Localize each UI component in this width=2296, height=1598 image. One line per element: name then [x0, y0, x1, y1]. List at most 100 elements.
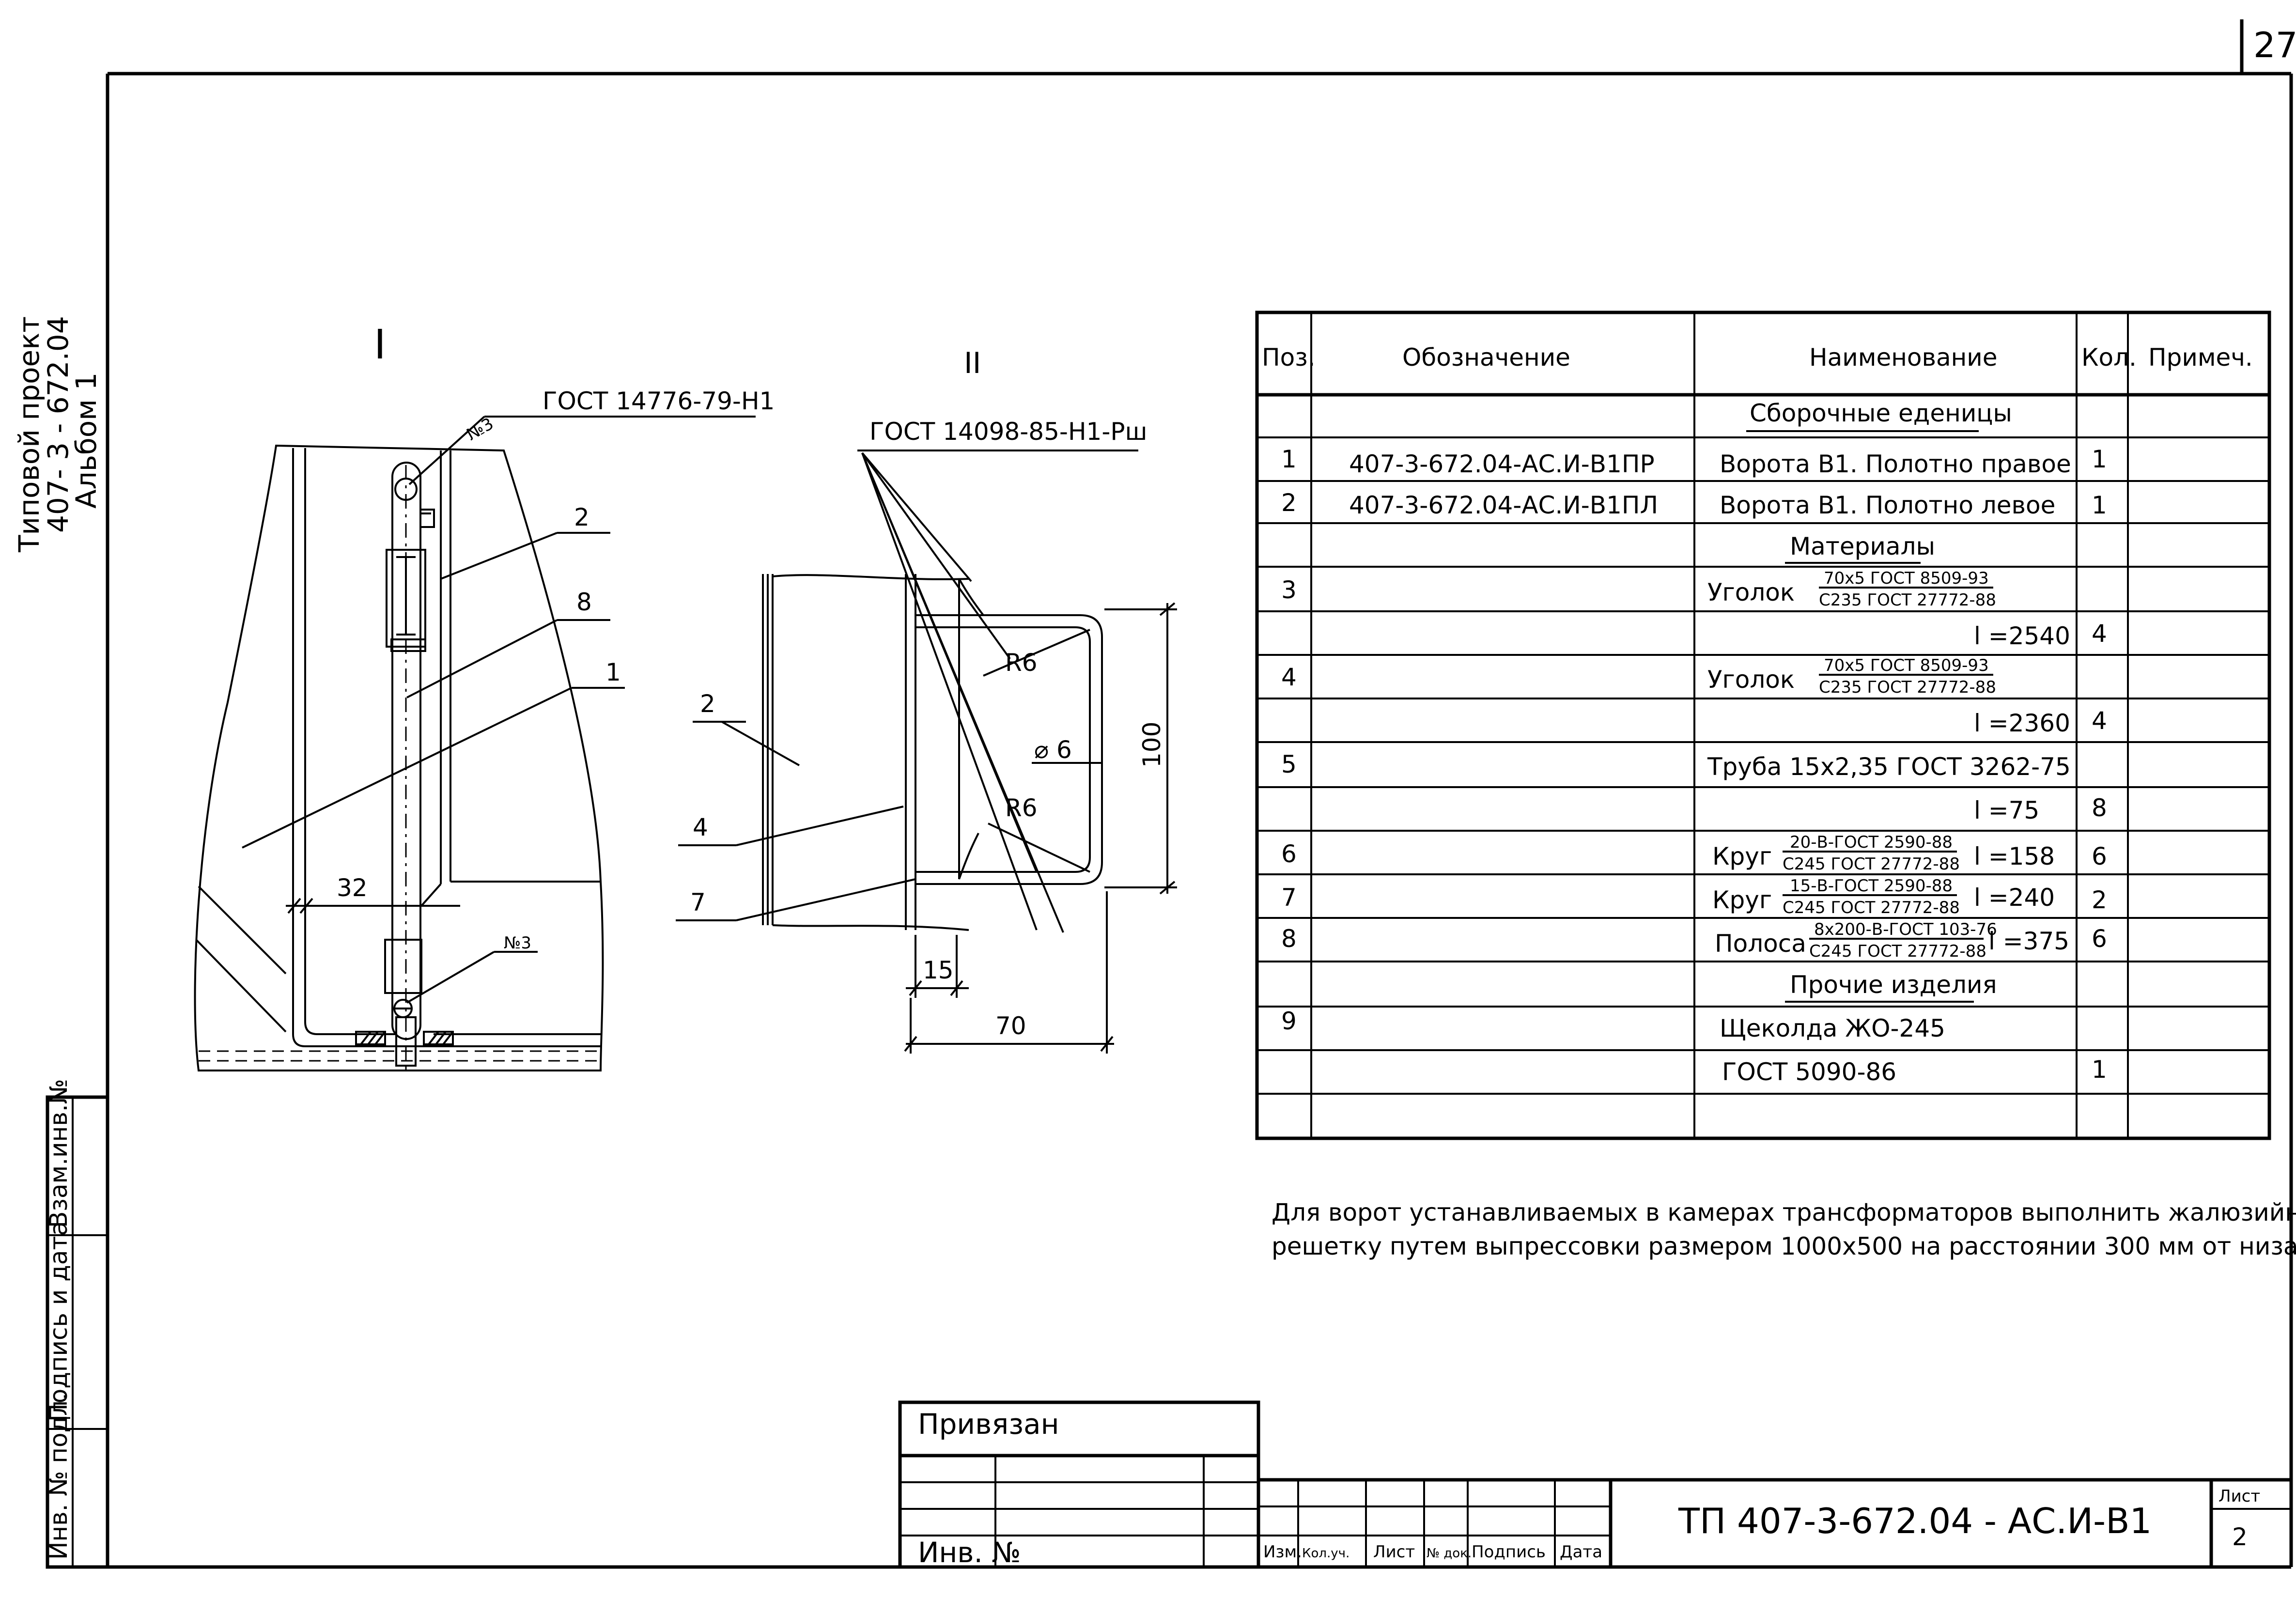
- view-2-dim-100: 100: [1138, 722, 1166, 768]
- row1-name: Ворота В1. Полотно правое: [1720, 450, 2071, 478]
- row1-pos: 1: [1281, 445, 1297, 473]
- row2-code: 407-3-672.04-АС.И-В1ПЛ: [1349, 491, 1658, 519]
- row4-den: С235 ГОСТ 27772-88: [1819, 678, 1996, 697]
- col-n-dok: № док.: [1427, 1546, 1472, 1561]
- row4-num: 70х5 ГОСТ 8509-93: [1824, 656, 1989, 675]
- sheet-label: Лист: [2218, 1487, 2260, 1506]
- view-2-r6-bottom: R6: [1005, 794, 1038, 822]
- page-number: 27: [2253, 25, 2296, 65]
- stamp-podpis: Подпись и дата: [45, 1221, 73, 1422]
- row6-name: Круг: [1712, 842, 1772, 870]
- row3-pos: 3: [1281, 576, 1297, 604]
- row1-qty: 1: [2092, 445, 2107, 473]
- row4-pos: 4: [1281, 663, 1297, 691]
- row3-name: Уголок: [1707, 578, 1795, 606]
- row4-name: Уголок: [1707, 666, 1795, 694]
- row8-den: С245 ГОСТ 27772-88: [1809, 942, 1986, 961]
- view-1-pos-8: 8: [576, 588, 592, 616]
- view-1-pos-1: 1: [605, 658, 621, 686]
- view-2-dim-70: 70: [995, 1012, 1026, 1040]
- header-note: Примеч.: [2148, 343, 2253, 372]
- sheet-number: 2: [2232, 1523, 2248, 1551]
- side-stamp: Взам.инв.№ Подпись и дата Инв. № подл.: [45, 1079, 109, 1569]
- title-block: Привязан Инв. № Изм. Кол.уч. Лист № док.…: [898, 1400, 2291, 1569]
- view-1-gost: ГОСТ 14776-79-Н1: [543, 387, 775, 415]
- view-1-outline: [194, 444, 604, 1071]
- header-pos: Поз.: [1262, 343, 1316, 372]
- section-materials: Материалы: [1790, 532, 1935, 560]
- row9-name: Щеколда ЖО-245: [1720, 1014, 1945, 1042]
- designation: ТП 407-3-672.04 - АС.И-В1: [1678, 1501, 2152, 1541]
- side-title-line3: Альбом 1: [70, 372, 103, 509]
- row6-den: С245 ГОСТ 27772-88: [1783, 854, 1960, 874]
- row6-len: l =158: [1974, 842, 2055, 870]
- view-2-label: II: [964, 346, 981, 380]
- row3-den: С235 ГОСТ 27772-88: [1819, 590, 1996, 610]
- row7-den: С245 ГОСТ 27772-88: [1783, 898, 1960, 917]
- row4-qty: 4: [2092, 707, 2107, 735]
- row6-qty: 6: [2092, 842, 2107, 870]
- header-qty: Кол.: [2081, 343, 2137, 372]
- row8-qty: 6: [2092, 925, 2107, 953]
- header-name: Наименование: [1809, 343, 1998, 372]
- row7-pos: 7: [1281, 884, 1297, 912]
- section-other: Прочие изделия: [1790, 971, 1997, 999]
- view-2-pos-4: 4: [693, 813, 708, 841]
- col-izm: Изм.: [1263, 1542, 1302, 1562]
- privyazan-label: Привязан: [918, 1408, 1059, 1441]
- view-2-pos-7: 7: [690, 888, 706, 916]
- side-title-line2: 407- 3 - 672.04: [42, 316, 75, 533]
- col-kol-uch: Кол.уч.: [1302, 1546, 1350, 1561]
- row3-num: 70х5 ГОСТ 8509-93: [1824, 569, 1989, 588]
- row2-name: Ворота В1. Полотно левое: [1720, 491, 2055, 519]
- view-2-pos-2: 2: [700, 690, 715, 718]
- stamp-inv-podl: Инв. № подл.: [45, 1393, 73, 1560]
- row1-code: 407-3-672.04-АС.И-В1ПР: [1349, 450, 1655, 478]
- spec-table: Поз. Обозначение Наименование Кол. Приме…: [1255, 310, 2271, 1140]
- view-2-r6-top: R6: [1005, 649, 1038, 677]
- row6-num: 20-В-ГОСТ 2590-88: [1790, 833, 1953, 852]
- row5-len: l =75: [1974, 796, 2039, 824]
- row7-qty: 2: [2092, 886, 2107, 914]
- inv-label: Инв. №: [918, 1536, 1021, 1569]
- side-title: Типовой проект 407- 3 - 672.04 Альбом 1: [13, 316, 103, 553]
- side-title-line1: Типовой проект: [13, 316, 46, 553]
- note-line-1: Для ворот устанавливаемых в камерах тран…: [1272, 1198, 2296, 1226]
- view-2-dim-15: 15: [923, 956, 954, 984]
- section-assembly: Сборочные еденицы: [1750, 399, 2012, 427]
- row4-len: l =2360: [1974, 709, 2070, 737]
- view-1-weld-1: №3: [464, 414, 497, 445]
- row7-num: 15-В-ГОСТ 2590-88: [1790, 876, 1953, 896]
- row3-qty: 4: [2092, 620, 2107, 648]
- col-data: Дата: [1560, 1542, 1602, 1562]
- row9-pos: 9: [1281, 1007, 1297, 1035]
- view-1-label: I: [374, 321, 386, 368]
- col-list: Лист: [1373, 1542, 1415, 1562]
- stamp-vzam: Взам.инв.№: [45, 1079, 73, 1228]
- note-line-2: решетку путем выпрессовки размером 1000х…: [1272, 1232, 2296, 1260]
- view-2-dia: ⌀ 6: [1034, 736, 1072, 764]
- row8-pos: 8: [1281, 925, 1297, 953]
- view-1: I: [194, 321, 775, 1073]
- row8-num: 8х200-В-ГОСТ 103-76: [1814, 920, 1997, 939]
- row6-pos: 6: [1281, 840, 1297, 868]
- row8-name: Полоса: [1715, 930, 1806, 958]
- view-2-gost: ГОСТ 14098-85-Н1-Рш: [869, 418, 1147, 446]
- view-1-weld-2: №3: [504, 933, 531, 953]
- row5-qty: 8: [2092, 794, 2107, 822]
- row5-name: Труба 15х2,35 ГОСТ 3262-75: [1707, 753, 2071, 781]
- row8-len: l =375: [1988, 927, 2069, 955]
- row5-pos: 5: [1281, 750, 1297, 778]
- row2-pos: 2: [1281, 489, 1297, 517]
- row3-len: l =2540: [1974, 622, 2070, 650]
- row2-qty: 1: [2092, 491, 2107, 519]
- row9-qty: 1: [2092, 1055, 2107, 1084]
- view-1-pos-2: 2: [574, 503, 590, 531]
- row7-len: l =240: [1974, 884, 2055, 912]
- row7-name: Круг: [1712, 886, 1772, 914]
- header-code: Обозначение: [1402, 343, 1570, 372]
- row9-name2: ГОСТ 5090-86: [1722, 1058, 1896, 1086]
- view-1-dim-32: 32: [337, 874, 368, 902]
- col-podpis: Подпись: [1472, 1542, 1546, 1562]
